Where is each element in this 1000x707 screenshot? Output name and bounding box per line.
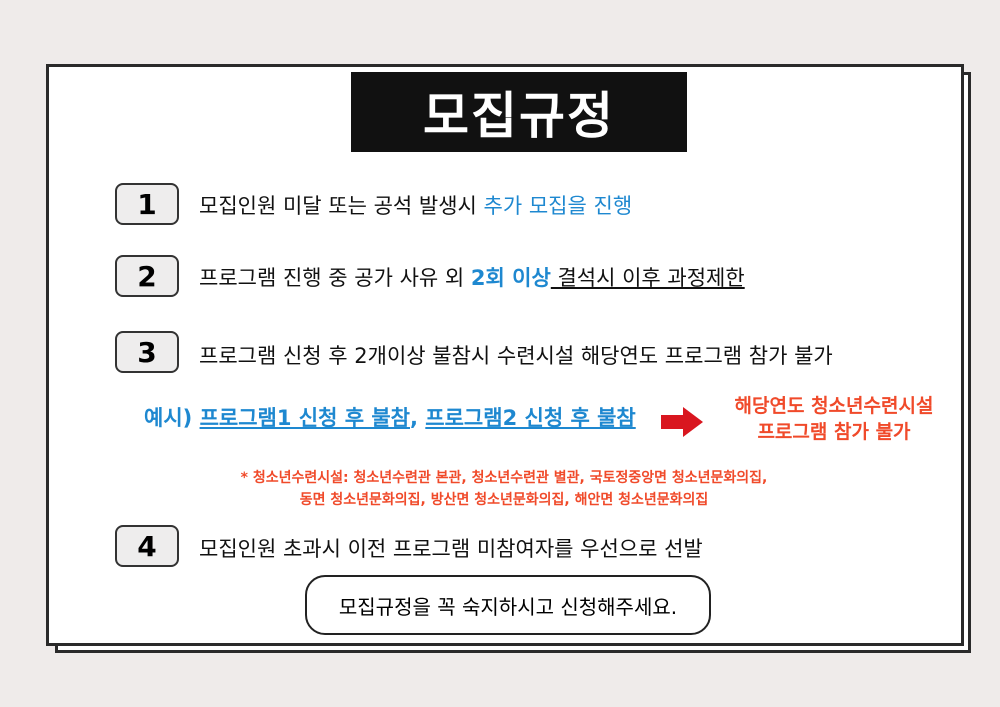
footer-notice: 모집규정을 꼭 숙지하시고 신청해주세요. — [305, 575, 711, 635]
page-title: 모집규정 — [351, 72, 687, 152]
rule-highlight: 추가 모집을 진행 — [483, 194, 633, 218]
facility-note: * 청소년수련시설: 청소년수련관 본관, 청소년수련관 별관, 국토정중앙면 … — [109, 467, 899, 511]
arrow-right-icon — [661, 407, 703, 437]
rule-2: 프로그램 진행 중 공가 사유 외 2회 이상 결석시 이후 과정제한 — [199, 262, 745, 292]
example-part2: 프로그램2 신청 후 불참 — [425, 406, 636, 430]
note-line-2: 동면 청소년문화의집, 방산면 청소년문화의집, 해안면 청소년문화의집 — [299, 492, 709, 508]
rule-highlight: 2회 이상 — [470, 266, 551, 290]
rule-number-1: 1 — [115, 183, 179, 225]
rule-3: 프로그램 신청 후 2개이상 불참시 수련시설 해당연도 프로그램 참가 불가 — [199, 344, 833, 368]
note-line-1: * 청소년수련시설: 청소년수련관 본관, 청소년수련관 별관, 국토정중앙면 … — [240, 470, 768, 486]
example-part1: 프로그램1 신청 후 불참 — [199, 406, 410, 430]
result-line-1: 해당연도 청소년수련시설 — [734, 395, 934, 417]
rule-text: 프로그램 진행 중 공가 사유 외 — [199, 266, 471, 290]
result-line-2: 프로그램 참가 불가 — [757, 421, 911, 443]
example: 예시) 프로그램1 신청 후 불참, 프로그램2 신청 후 불참 — [144, 402, 636, 432]
rule-number-4: 4 — [115, 525, 179, 567]
rule-1: 모집인원 미달 또는 공석 발생시 추가 모집을 진행 — [199, 190, 632, 220]
rule-underlined: 결석시 이후 과정제한 — [550, 266, 745, 290]
example-prefix: 예시) — [144, 406, 200, 430]
example-sep: , — [410, 406, 426, 430]
rule-text: 모집인원 미달 또는 공석 발생시 — [199, 194, 484, 218]
rules-card: 모집규정 1 모집인원 미달 또는 공석 발생시 추가 모집을 진행 2 프로그… — [46, 64, 964, 646]
rule-4: 모집인원 초과시 이전 프로그램 미참여자를 우선으로 선발 — [199, 537, 703, 561]
rule-number-2: 2 — [115, 255, 179, 297]
rule-number-3: 3 — [115, 331, 179, 373]
